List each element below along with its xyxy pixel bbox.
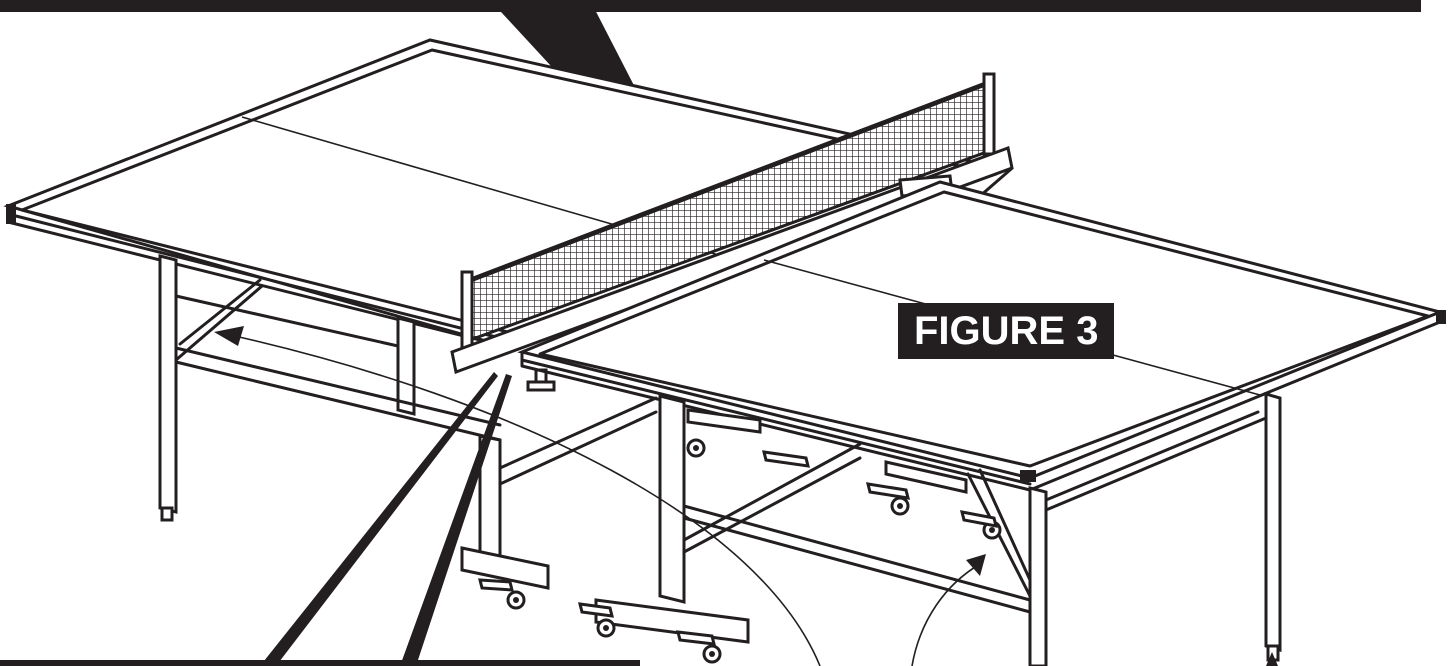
brace-callout-right [911, 563, 981, 666]
caster-bases [460, 438, 1002, 664]
callout-pointers [214, 326, 1278, 666]
brace-callout-left [225, 333, 821, 666]
net-assembly [450, 72, 1014, 392]
caster-wheel [506, 590, 526, 610]
caster-wheel [890, 496, 910, 516]
net-post-callout [260, 372, 498, 666]
caster-wheel [702, 644, 722, 664]
label-box-bottom [0, 660, 640, 666]
caster-wheel [686, 438, 706, 458]
top-banner [0, 0, 1421, 12]
caster-wheel [596, 618, 616, 638]
net-clamp-callout [400, 374, 512, 666]
figure-label: FIGURE 3 [898, 303, 1115, 359]
